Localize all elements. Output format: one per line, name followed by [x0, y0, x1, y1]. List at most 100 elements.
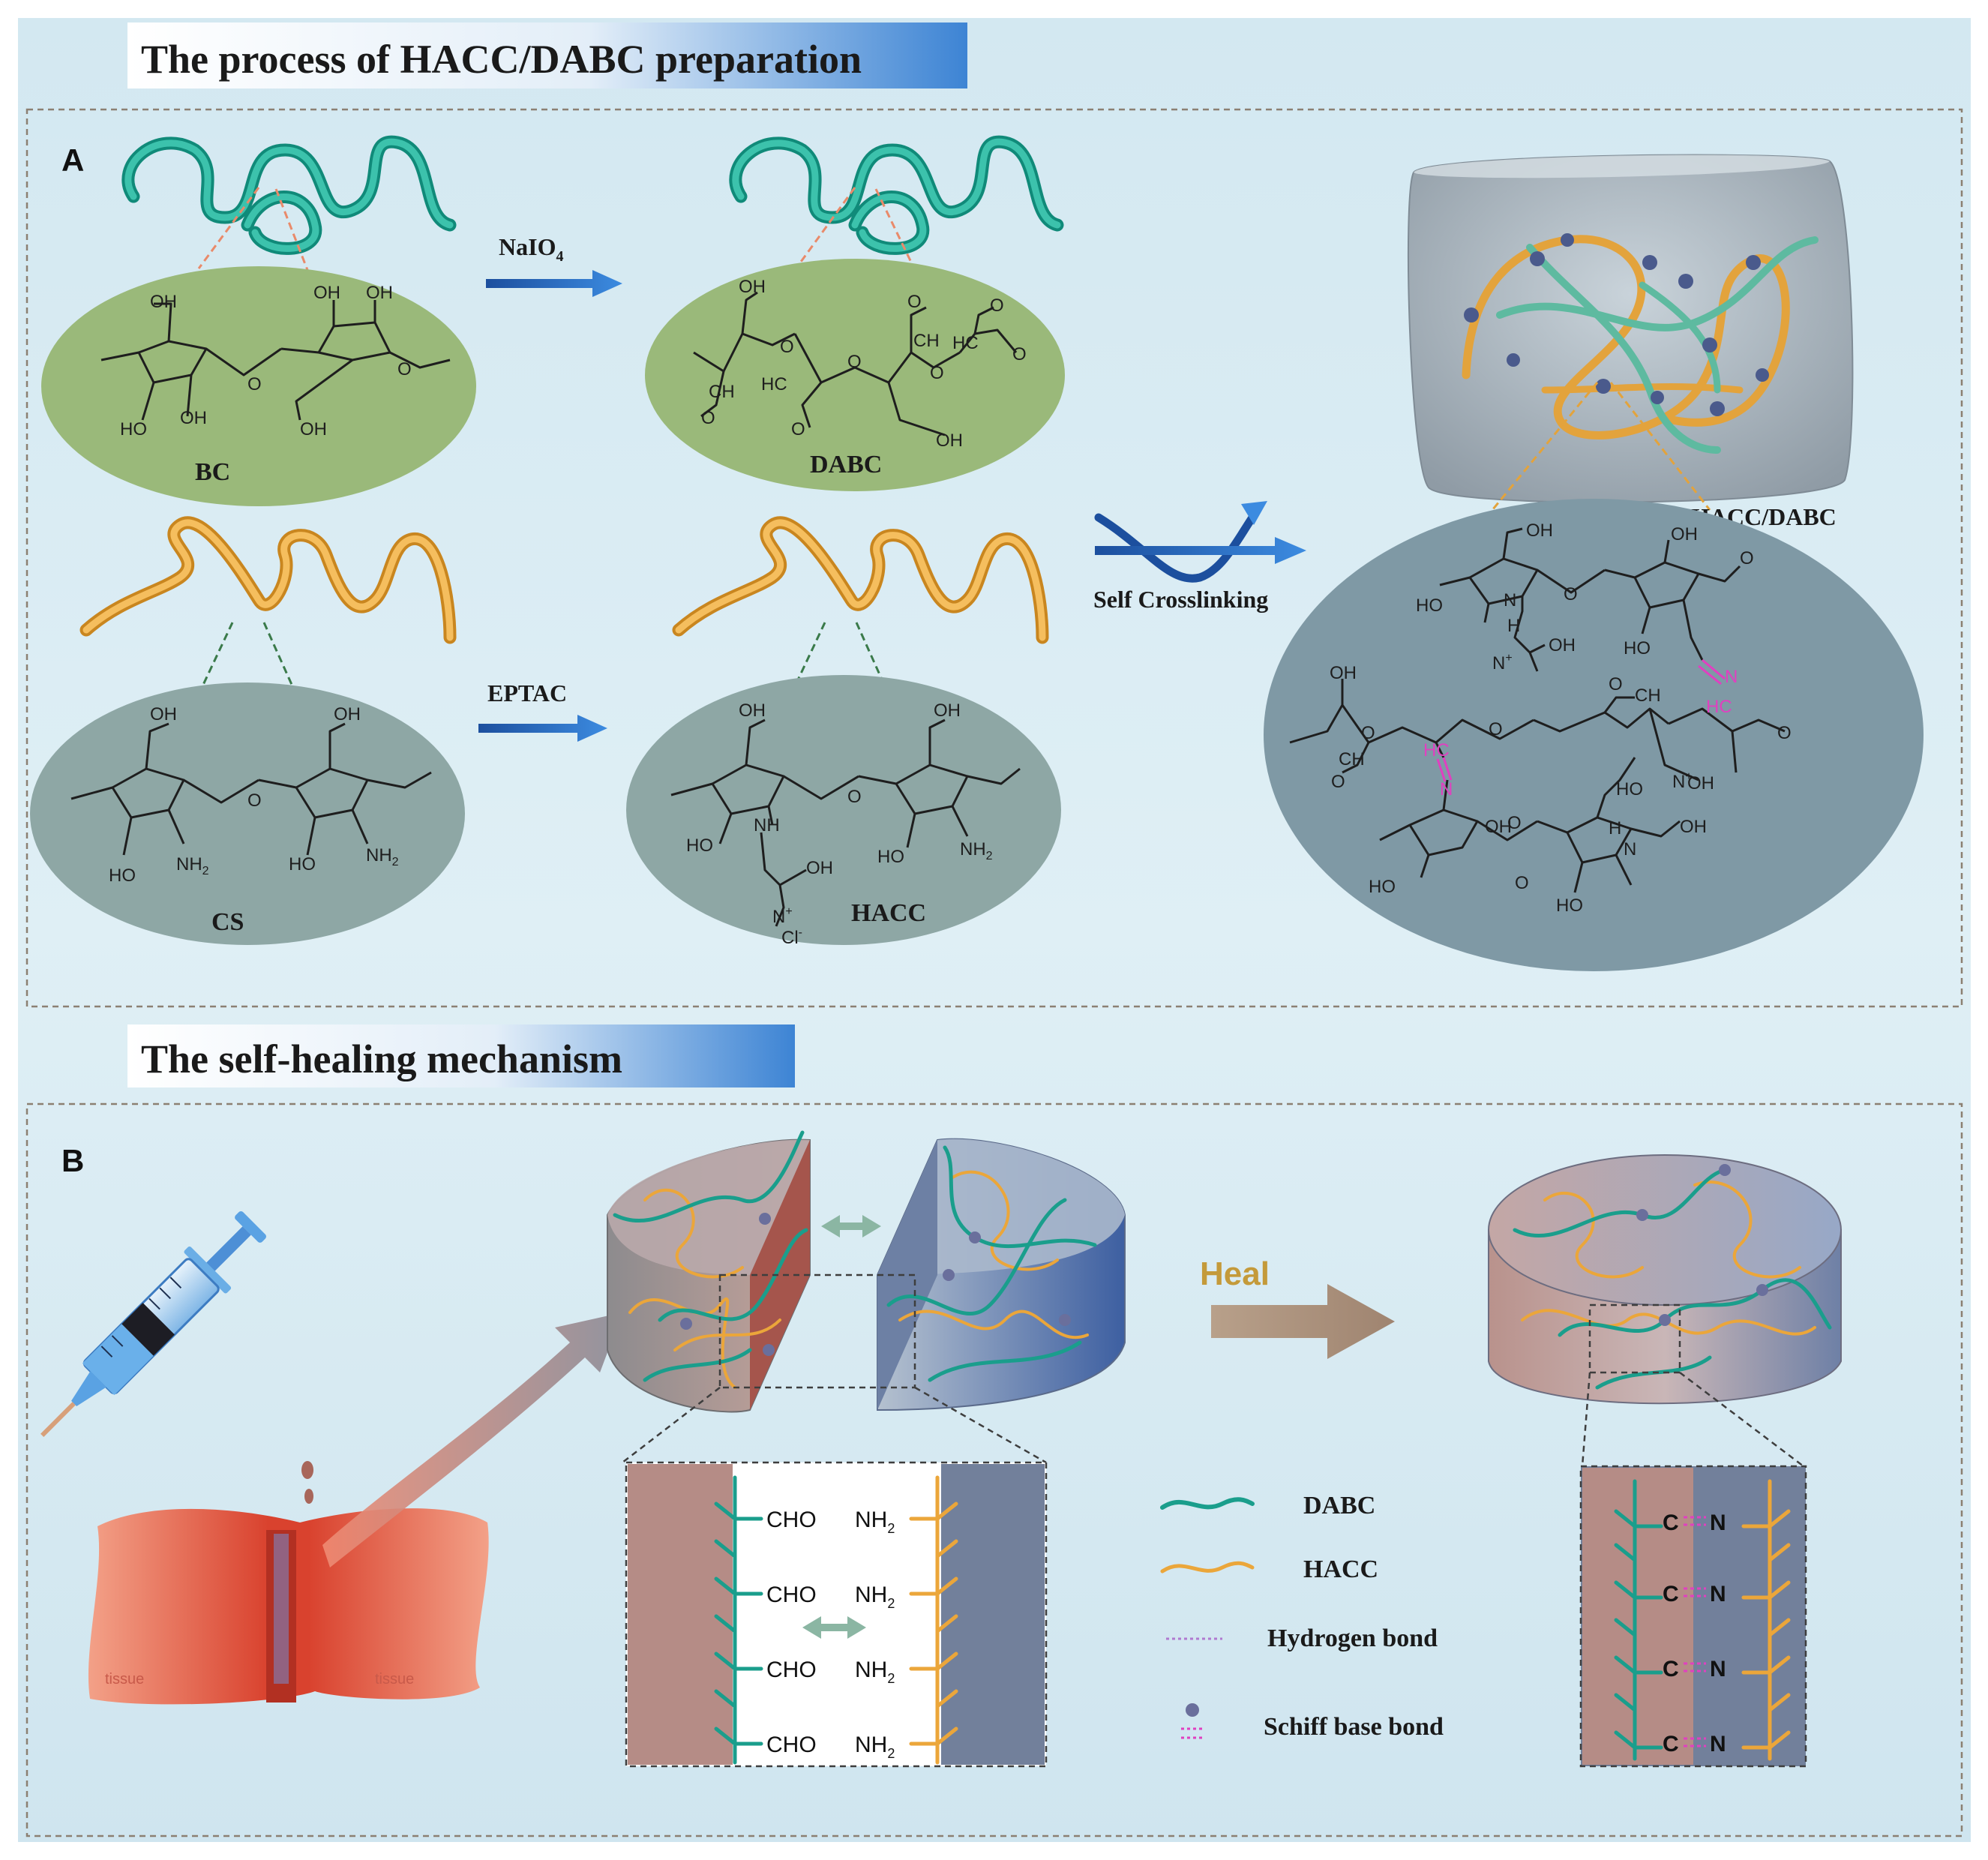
bc-oh-1: OH	[150, 292, 177, 312]
x-o-8: O	[1507, 813, 1522, 833]
bc-zoom-lines	[197, 187, 309, 271]
self-crosslinking-label: Self Crosslinking	[1093, 586, 1268, 613]
eptac-arrow: EPTAC	[478, 680, 607, 742]
syringe-illustration	[40, 1210, 267, 1437]
dabc-o-8: O	[791, 419, 805, 440]
cs-o-link: O	[247, 790, 262, 811]
x-oh-4: OH	[1330, 663, 1357, 683]
hacc-ho-1: HO	[686, 836, 713, 856]
dabc-o-3: O	[930, 363, 944, 383]
dabc-o-5: O	[907, 292, 922, 312]
x-oh-5: OH	[1687, 773, 1714, 794]
bc-label: BC	[195, 458, 230, 486]
dabc-o-7: O	[701, 408, 715, 428]
bc-ho-1: HO	[120, 419, 147, 440]
inset-after-left-block	[1582, 1468, 1693, 1765]
tissue-label-left: tissue	[105, 1671, 144, 1688]
inset-before-healing: CHO CHO CHO CHO NH2 NH2 NH2 NH2	[625, 1461, 1048, 1768]
legend: DABC HACC Hydrogen bond Schiff base bond	[1160, 1492, 1444, 1741]
hacc-nh: NH	[754, 815, 780, 836]
dabc-label: DABC	[810, 451, 882, 478]
x-ho-3: HO	[1369, 877, 1396, 897]
x-oh-3: OH	[1549, 635, 1576, 656]
section-b-band	[127, 1024, 795, 1088]
cs-label: CS	[211, 908, 244, 936]
dabc-o-2: O	[847, 352, 862, 372]
hacc-ho-2: HO	[877, 847, 904, 867]
healed-gel	[1488, 1154, 1842, 1405]
section-a-title: The process of HACC/DABC preparation	[141, 37, 862, 82]
bc-polymer-coil	[121, 135, 457, 255]
x-h-1: H	[1507, 616, 1520, 636]
reagent-eptac: EPTAC	[487, 680, 567, 706]
hacc-polymer-coil	[672, 516, 1049, 644]
x-oh-7: OH	[1680, 817, 1707, 837]
panel-b-frame	[25, 1102, 1963, 1838]
dabc-polymer-coil	[729, 135, 1064, 255]
hacc-quat: N+	[772, 905, 793, 927]
dabc-zoom-lines	[793, 187, 916, 271]
bc-oh-2: OH	[313, 283, 340, 303]
heal-arrow: Heal	[1200, 1256, 1395, 1359]
x-oh-2: OH	[1671, 524, 1698, 544]
x-nplus-1: N+	[1492, 652, 1513, 674]
legend-dabc-label: DABC	[1303, 1492, 1375, 1520]
tissue-illustration: tissue tissue	[88, 1508, 489, 1705]
dabc-ch-2: CH	[709, 382, 735, 402]
x-hc-pink-1: HC	[1706, 697, 1732, 717]
x-o-2: O	[1740, 548, 1754, 568]
nh2-1: NH2	[855, 1508, 895, 1536]
dabc-o-6: O	[990, 296, 1004, 316]
cs-ellipse	[30, 682, 465, 945]
imine-c-1: C	[1663, 1510, 1679, 1535]
section-a-banner: The process of HACC/DABC preparation	[127, 22, 967, 88]
cho-1: CHO	[766, 1508, 817, 1532]
inset-before-left-block	[628, 1464, 733, 1765]
hacc-nh2: NH2	[960, 839, 993, 862]
x-o-9: O	[1515, 873, 1529, 893]
x-ho-5: HO	[1556, 896, 1583, 916]
cs-ho-1: HO	[109, 866, 136, 886]
x-oh-1: OH	[1526, 520, 1553, 541]
x-nplus-2: N+	[1672, 770, 1693, 792]
broken-zoom-lines	[622, 1274, 1047, 1464]
broken-gel-left-half	[607, 1130, 811, 1413]
x-o-3: O	[1361, 723, 1375, 743]
dabc-structure: OH O O O O O CH HC O O CH HC O OH DABC	[645, 259, 1065, 491]
cube-top-face	[1414, 154, 1830, 178]
panel-a-letter: A	[61, 142, 84, 178]
transfer-arrow	[322, 1312, 622, 1568]
section-a-band	[127, 22, 967, 88]
cs-structure: OH OH O HO HO NH2 NH2 CS	[30, 682, 465, 945]
dabc-ellipse	[645, 259, 1065, 491]
x-o-5: O	[1609, 674, 1623, 694]
right-half-cut-face	[877, 1140, 937, 1410]
cs-nh2-2: NH2	[366, 845, 399, 868]
x-ho-4: HO	[1616, 779, 1643, 800]
cs-polymer-coil	[79, 516, 457, 644]
dabc-hc-1: HC	[952, 333, 979, 353]
hacc-oh-1: OH	[739, 700, 766, 721]
cs-ho-2: HO	[289, 854, 316, 874]
legend-schiff-dot	[1186, 1703, 1199, 1717]
x-ch-1: CH	[1635, 686, 1661, 706]
x-n-pink-2: N	[1440, 779, 1453, 800]
healed-zoom-lines	[1581, 1304, 1804, 1467]
x-oh-6: OH	[1485, 817, 1512, 837]
x-o-6: O	[1777, 723, 1792, 743]
x-ho-2: HO	[1624, 638, 1651, 658]
dabc-oh-2: OH	[936, 430, 963, 451]
heal-label: Heal	[1200, 1256, 1270, 1292]
x-n-1: N	[1504, 590, 1516, 610]
imine-n-2: N	[1710, 1582, 1726, 1606]
hacc-ellipse	[626, 675, 1061, 945]
imine-c-2: C	[1663, 1582, 1679, 1606]
legend-hacc-label: HACC	[1303, 1556, 1378, 1583]
legend-schiff-swatch	[1181, 1727, 1204, 1739]
cs-oh-2: OH	[334, 704, 361, 724]
panel-a-frame	[25, 108, 1963, 1008]
dabc-ch-1: CH	[913, 331, 940, 351]
x-hc-pink-2: HC	[1423, 740, 1450, 760]
reagent-naio4: NaIO4	[499, 233, 563, 265]
healed-gel-top	[1488, 1154, 1842, 1306]
